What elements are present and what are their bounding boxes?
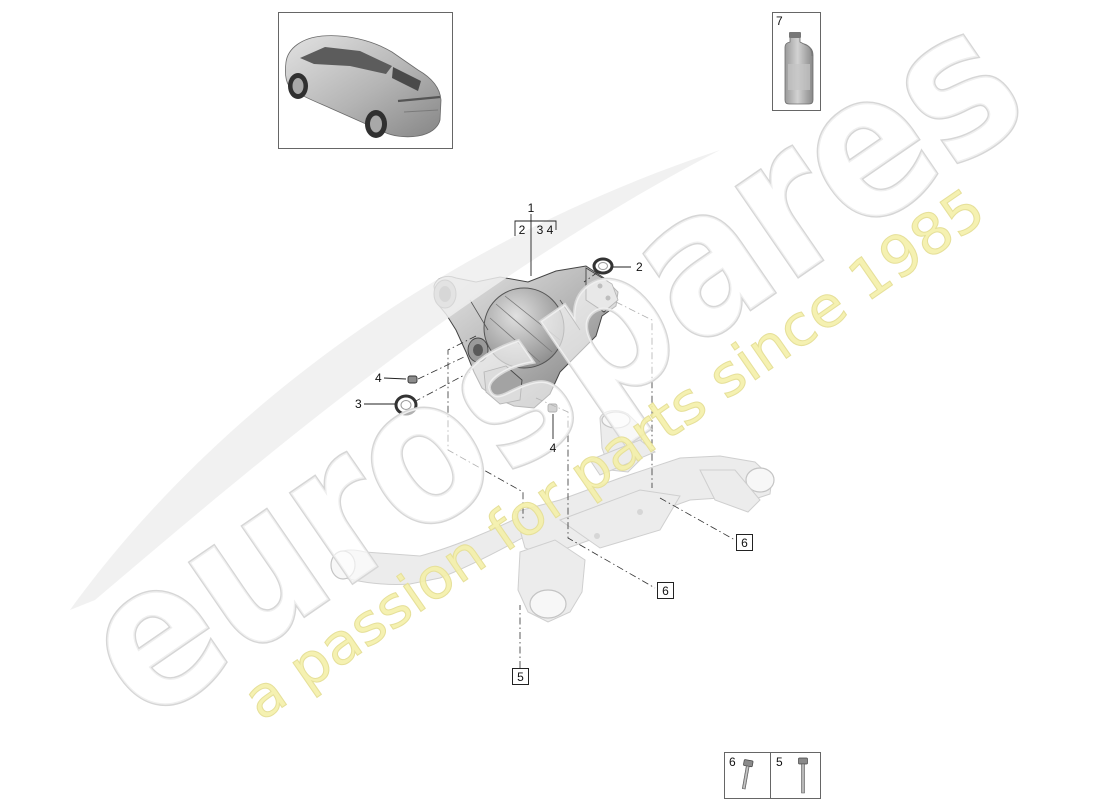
callout-plug-left[interactable]: 4 bbox=[375, 371, 382, 385]
oil-ref-label[interactable]: 7 bbox=[776, 14, 783, 28]
boxed-ref-bolt-lower-label[interactable]: 5 bbox=[517, 670, 524, 684]
long-bolt-icon bbox=[798, 757, 808, 794]
callout-plug-lower[interactable]: 4 bbox=[550, 441, 557, 455]
oil-bottle-icon bbox=[784, 32, 814, 105]
rear-differential bbox=[433, 265, 619, 409]
callout-seal-upper[interactable]: 2 bbox=[636, 260, 643, 274]
boxed-ref-bolt-right-label[interactable]: 6 bbox=[741, 536, 748, 550]
callout-seal-lower[interactable]: 3 bbox=[355, 397, 362, 411]
callout-assembly[interactable]: 1 bbox=[528, 201, 535, 215]
boxed-ref-bolt-right[interactable]: 6 bbox=[736, 534, 753, 551]
fastener-legend-ref-1[interactable]: 6 bbox=[729, 755, 736, 769]
fastener-legend-ref-2[interactable]: 5 bbox=[776, 755, 783, 769]
callout-assembly-includes-2[interactable]: 3 bbox=[537, 223, 544, 237]
vehicle-thumbnail bbox=[278, 12, 453, 149]
watermark-brand: eurospares bbox=[40, 0, 1062, 765]
alignment-lines bbox=[413, 271, 736, 668]
oil-box: 7 bbox=[772, 12, 821, 111]
rear-axle-subframe bbox=[330, 410, 775, 623]
short-bolt-icon bbox=[741, 759, 754, 790]
callout-assembly-includes-3[interactable]: 4 bbox=[547, 223, 554, 237]
plug-left bbox=[407, 375, 418, 384]
watermark: eurospares a passion for parts since 198… bbox=[39, 0, 1064, 767]
car-icon bbox=[285, 35, 442, 138]
shaft-seal-upper bbox=[592, 257, 614, 275]
callout-assembly-includes-1[interactable]: 2 bbox=[519, 223, 526, 237]
boxed-ref-bolt-middle[interactable]: 6 bbox=[657, 582, 674, 599]
fastener-legend: 6 5 bbox=[724, 752, 821, 799]
watermark-swoosh bbox=[70, 150, 720, 610]
callouts: 1 2 3 4 2 4 3 4 bbox=[355, 201, 643, 455]
boxed-ref-bolt-middle-label[interactable]: 6 bbox=[662, 584, 669, 598]
shaft-seal-lower bbox=[394, 394, 418, 416]
boxed-ref-bolt-lower[interactable]: 5 bbox=[512, 668, 529, 685]
